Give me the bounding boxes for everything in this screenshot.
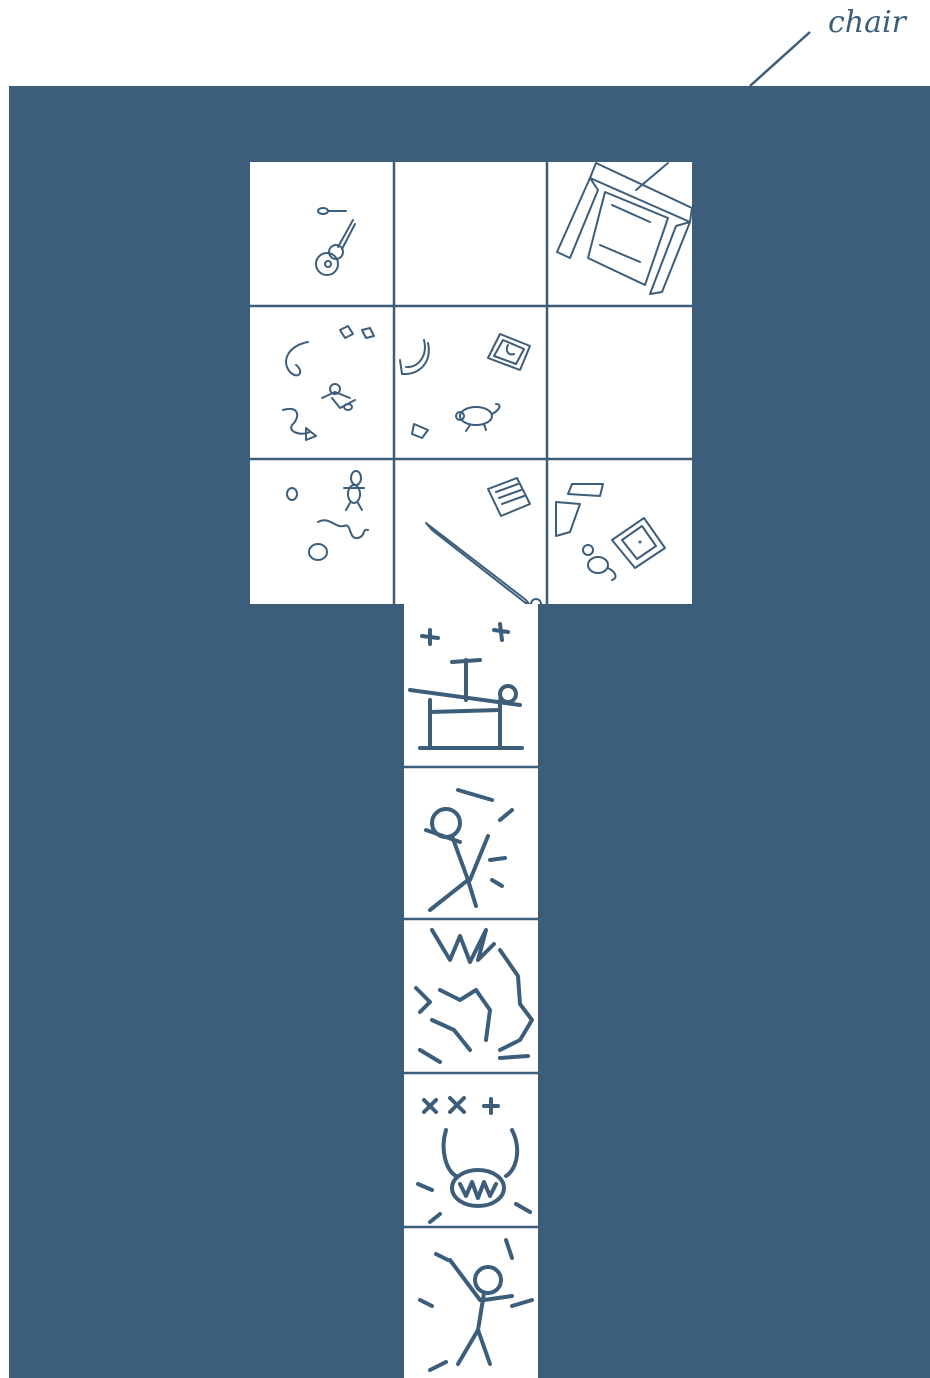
room-grid	[250, 162, 692, 609]
chair-callout-label: chair	[828, 5, 908, 40]
story-strip	[404, 604, 538, 1378]
